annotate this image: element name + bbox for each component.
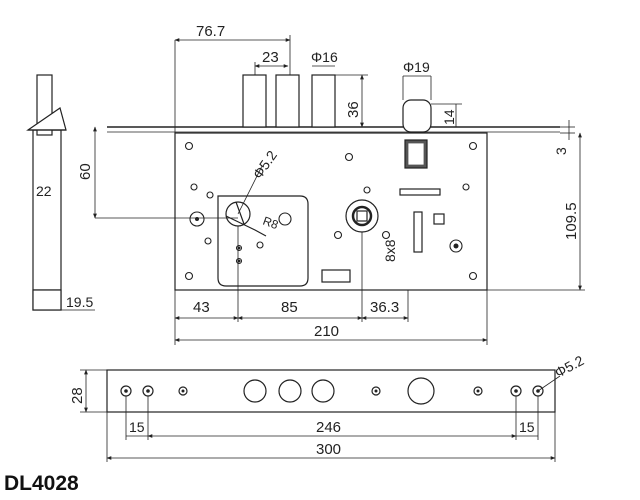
side-view <box>26 74 67 311</box>
side-view-body <box>32 129 62 311</box>
dim-15-right: 15 <box>519 419 535 435</box>
dim-phi-16: Φ16 <box>311 49 338 65</box>
dim-76-7: 76.7 <box>196 23 225 40</box>
model-code: DL4028 <box>4 472 79 495</box>
dim-phi-19: Φ19 <box>403 59 430 75</box>
dim-28: 28 <box>69 387 86 404</box>
dim-43: 43 <box>193 299 210 316</box>
side-view-foot <box>32 289 62 311</box>
dim-side-22: 22 <box>36 183 52 199</box>
dim-210: 210 <box>314 323 339 340</box>
dim-r8: R8 <box>261 214 281 233</box>
dim-15-left: 15 <box>129 419 145 435</box>
dim-85: 85 <box>281 299 298 316</box>
dim-36-3: 36.3 <box>370 299 399 316</box>
faceplate-view <box>106 369 556 413</box>
dim-23: 23 <box>262 49 279 66</box>
dim-60: 60 <box>77 163 94 180</box>
case-slot <box>321 269 351 283</box>
dim-14: 14 <box>441 109 457 125</box>
dim-8x8: 8x8 <box>382 239 398 262</box>
front-dimension-lines <box>93 35 585 345</box>
lever-slot <box>413 211 423 253</box>
latch-bolt <box>402 99 432 133</box>
follower-plate <box>217 195 309 287</box>
dim-300: 300 <box>316 441 341 458</box>
deadbolt-1 <box>242 74 267 128</box>
cylinder-hub-inner <box>351 205 373 227</box>
faceplate-dimension-lines <box>80 369 561 462</box>
deadbolt-3 <box>311 74 336 128</box>
dim-246: 246 <box>316 419 341 436</box>
dim-36: 36 <box>345 101 362 118</box>
dim-109-5: 109.5 <box>563 202 580 240</box>
deadbolt-2 <box>275 74 300 128</box>
dim-phi-5-2-plate: Φ5.2 <box>552 352 587 381</box>
dim-3: 3 <box>553 147 569 155</box>
dim-side-19-5: 19.5 <box>66 294 93 310</box>
